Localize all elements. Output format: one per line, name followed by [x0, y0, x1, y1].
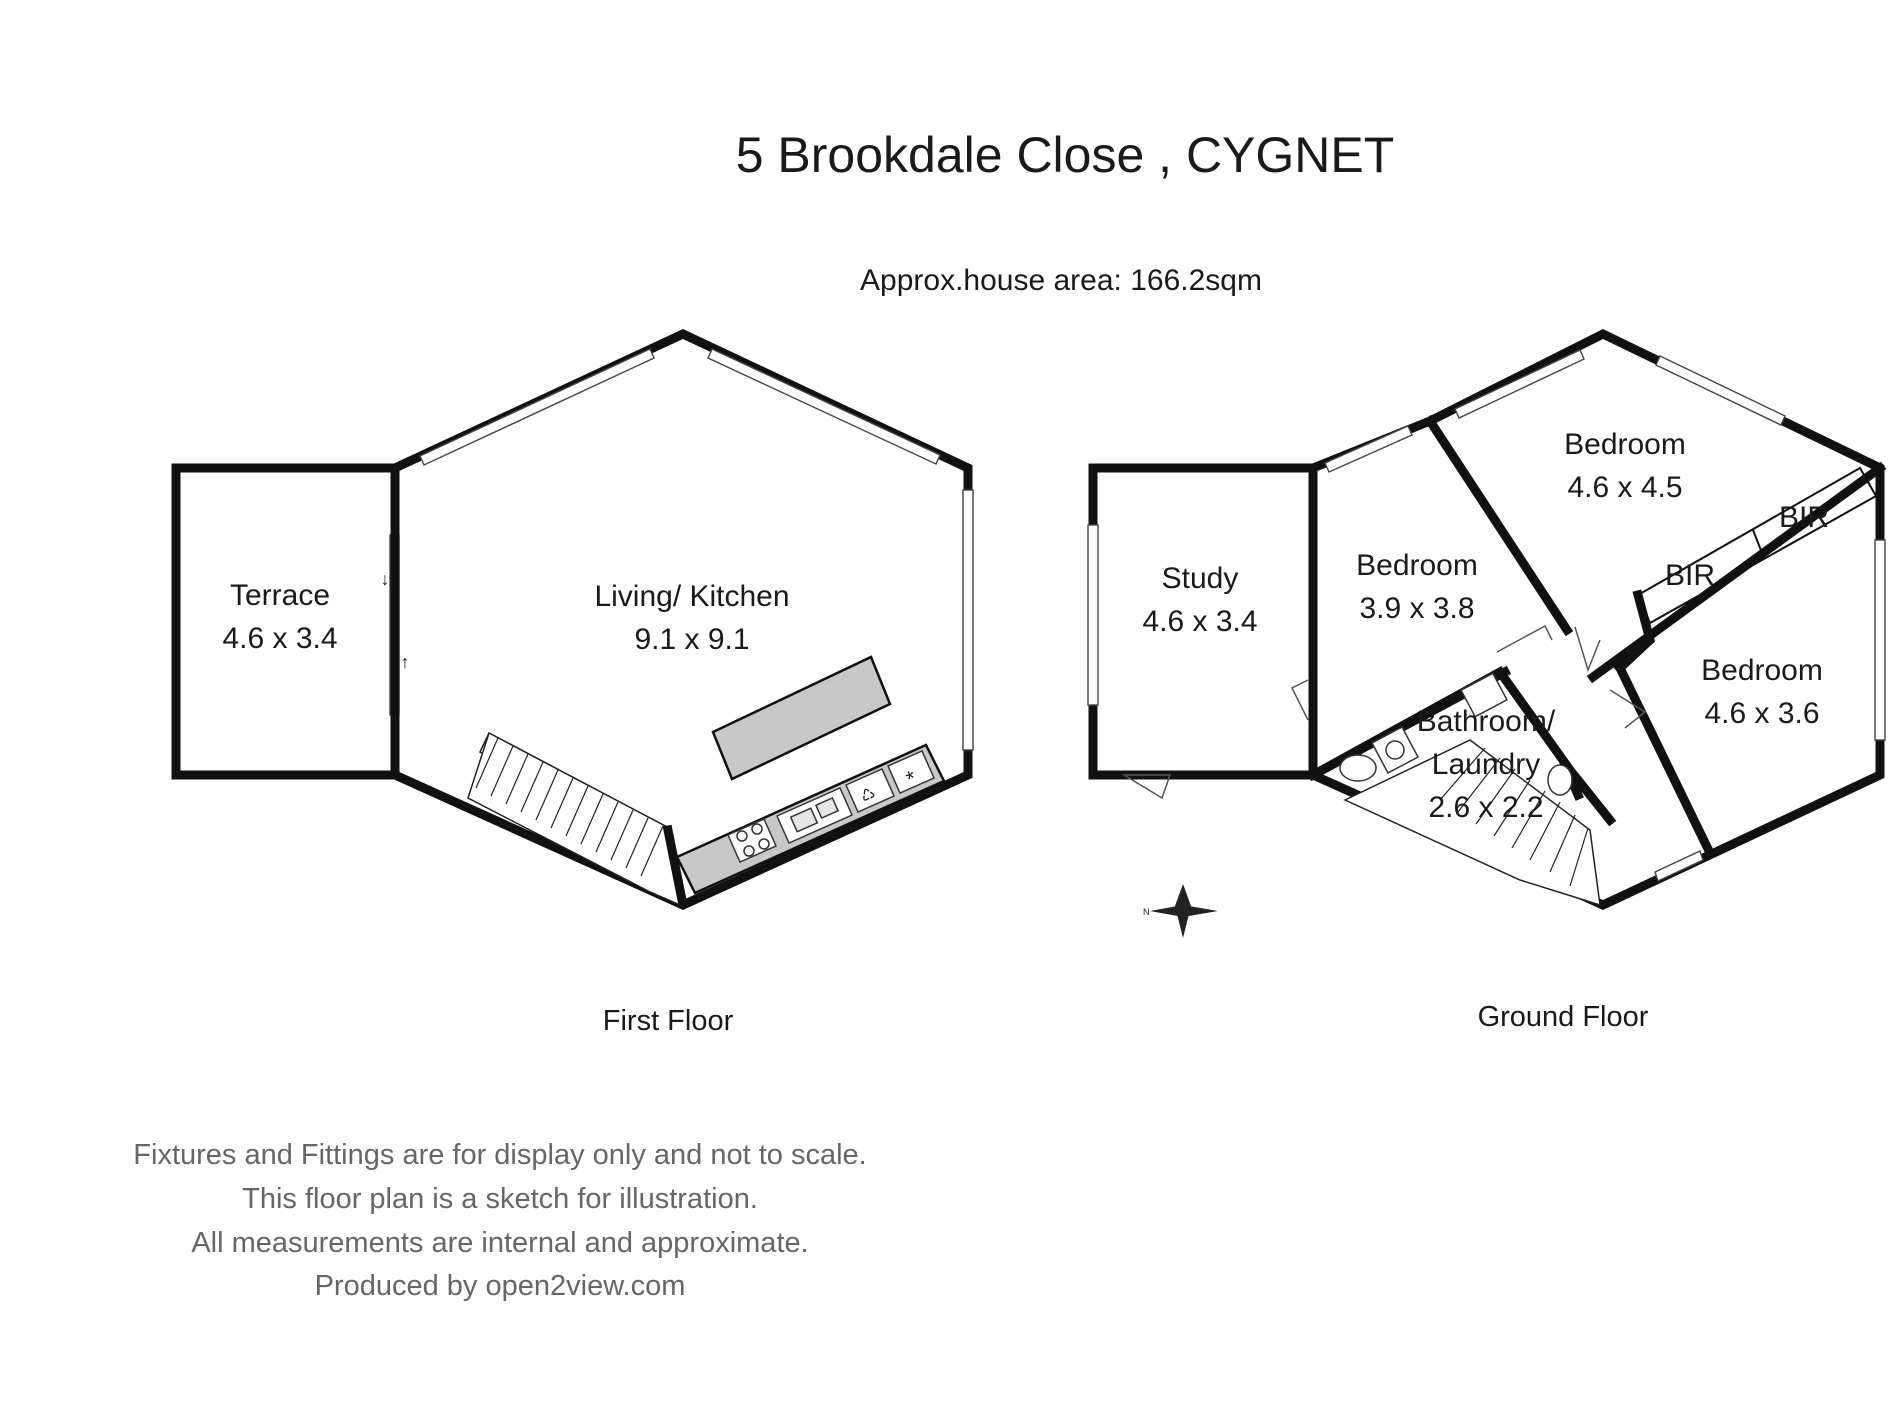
ground-floor-label: Ground Floor	[1478, 1001, 1649, 1033]
window-bedroom1	[1324, 425, 1413, 473]
disclaimer-line-1: Fixtures and Fittings are for display on…	[133, 1139, 866, 1171]
room-name-bathroom: Bathroom/	[1417, 705, 1556, 738]
kitchen-island	[711, 655, 892, 781]
living-kitchen-walls	[390, 329, 973, 910]
study-window	[1087, 524, 1099, 706]
wall-bir-corner	[1613, 589, 1656, 675]
disclaimer-line-2: This floor plan is a sketch for illustra…	[242, 1183, 758, 1215]
room-name-bedroom1: Bedroom	[1356, 549, 1478, 582]
room-size-bedroom1: 3.9 x 3.8	[1359, 592, 1474, 625]
disclaimer: Fixtures and Fittings are for display on…	[133, 1139, 866, 1302]
room-name-laundry: Laundry	[1432, 748, 1540, 781]
stair-wall	[662, 824, 688, 906]
bedroom3-door	[1609, 689, 1647, 729]
bedroom1-door	[1496, 624, 1553, 653]
first-floor-staircase	[467, 731, 681, 907]
toilet-icon	[1547, 764, 1573, 796]
first-floor-label: First Floor	[603, 1005, 734, 1037]
kitchen-bench: ♺ *	[675, 743, 946, 895]
window-ne	[707, 348, 941, 465]
room-size-bathroom: 2.6 x 2.2	[1428, 791, 1543, 824]
slide-arrow-down-icon: ↓	[381, 569, 390, 589]
room-size-study: 4.6 x 3.4	[1142, 605, 1257, 638]
plan-title: 5 Brookdale Close , CYGNET	[736, 127, 1395, 183]
disclaimer-line-4: Produced by open2view.com	[315, 1270, 686, 1302]
shower-icon	[1460, 672, 1508, 718]
window-east	[962, 489, 974, 751]
basin-icon	[1339, 754, 1377, 782]
ground-floor-staircase	[1343, 739, 1601, 907]
door-ground-front	[1654, 850, 1704, 882]
fridge-icon	[887, 750, 935, 794]
slide-arrow-up-icon: ↑	[401, 652, 410, 672]
first-floor-plan: ↓ ↑	[171, 329, 974, 1037]
svg-text:N: N	[1143, 907, 1150, 917]
bir-robes	[1636, 466, 1878, 625]
room-name-bedroom2: Bedroom	[1564, 428, 1686, 461]
room-size-living-kitchen: 9.1 x 9.1	[634, 623, 749, 656]
study-door-right	[1290, 679, 1309, 721]
wall-bedroom2-bedroom3	[1586, 461, 1887, 684]
room-name-bedroom3: Bedroom	[1701, 654, 1823, 687]
window-bedroom2-west	[1454, 349, 1585, 419]
bir-divider	[1752, 529, 1765, 559]
window-bedroom3	[1874, 539, 1886, 741]
wall-bedroom1-bedroom2	[1423, 414, 1574, 637]
dishwasher-icon	[845, 768, 895, 813]
room-size-bedroom3: 4.6 x 3.6	[1704, 697, 1819, 730]
room-name-study: Study	[1162, 562, 1239, 595]
closet-label-bir2: BIR	[1779, 501, 1829, 534]
svg-text:♺: ♺	[858, 785, 878, 806]
closet-label-bir1: BIR	[1665, 559, 1715, 592]
room-name-living-kitchen: Living/ Kitchen	[594, 580, 789, 613]
bedroom2-door	[1574, 626, 1601, 673]
cooktop-icon	[727, 818, 777, 863]
study-door-bottom	[1121, 774, 1172, 800]
room-size-bedroom2: 4.6 x 4.5	[1567, 471, 1682, 504]
wall-bedroom3-west	[1613, 661, 1717, 860]
window-nw	[419, 348, 655, 466]
window-bedroom2-east	[1655, 355, 1786, 426]
compass-icon: N	[1143, 884, 1218, 938]
ground-floor-plan: N Study 4.6 x 3.4 Bedroom 3.9 x 3.8 Bedr…	[1087, 328, 1887, 1033]
room-size-terrace: 4.6 x 3.4	[222, 622, 337, 655]
bathroom-walls	[1306, 666, 1617, 827]
bathroom-fixtures	[1339, 672, 1573, 796]
disclaimer-line-3: All measurements are internal and approx…	[191, 1227, 808, 1259]
room-name-terrace: Terrace	[230, 579, 330, 612]
house-area: Approx.house area: 166.2sqm	[860, 264, 1262, 297]
